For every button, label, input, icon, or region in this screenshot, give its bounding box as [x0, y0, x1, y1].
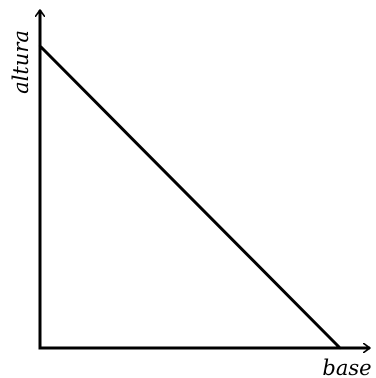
series-line-0 — [38, 44, 342, 350]
y-axis-label: altura — [9, 30, 33, 94]
series-layer — [38, 44, 342, 350]
x-axis-label: base — [322, 356, 371, 378]
